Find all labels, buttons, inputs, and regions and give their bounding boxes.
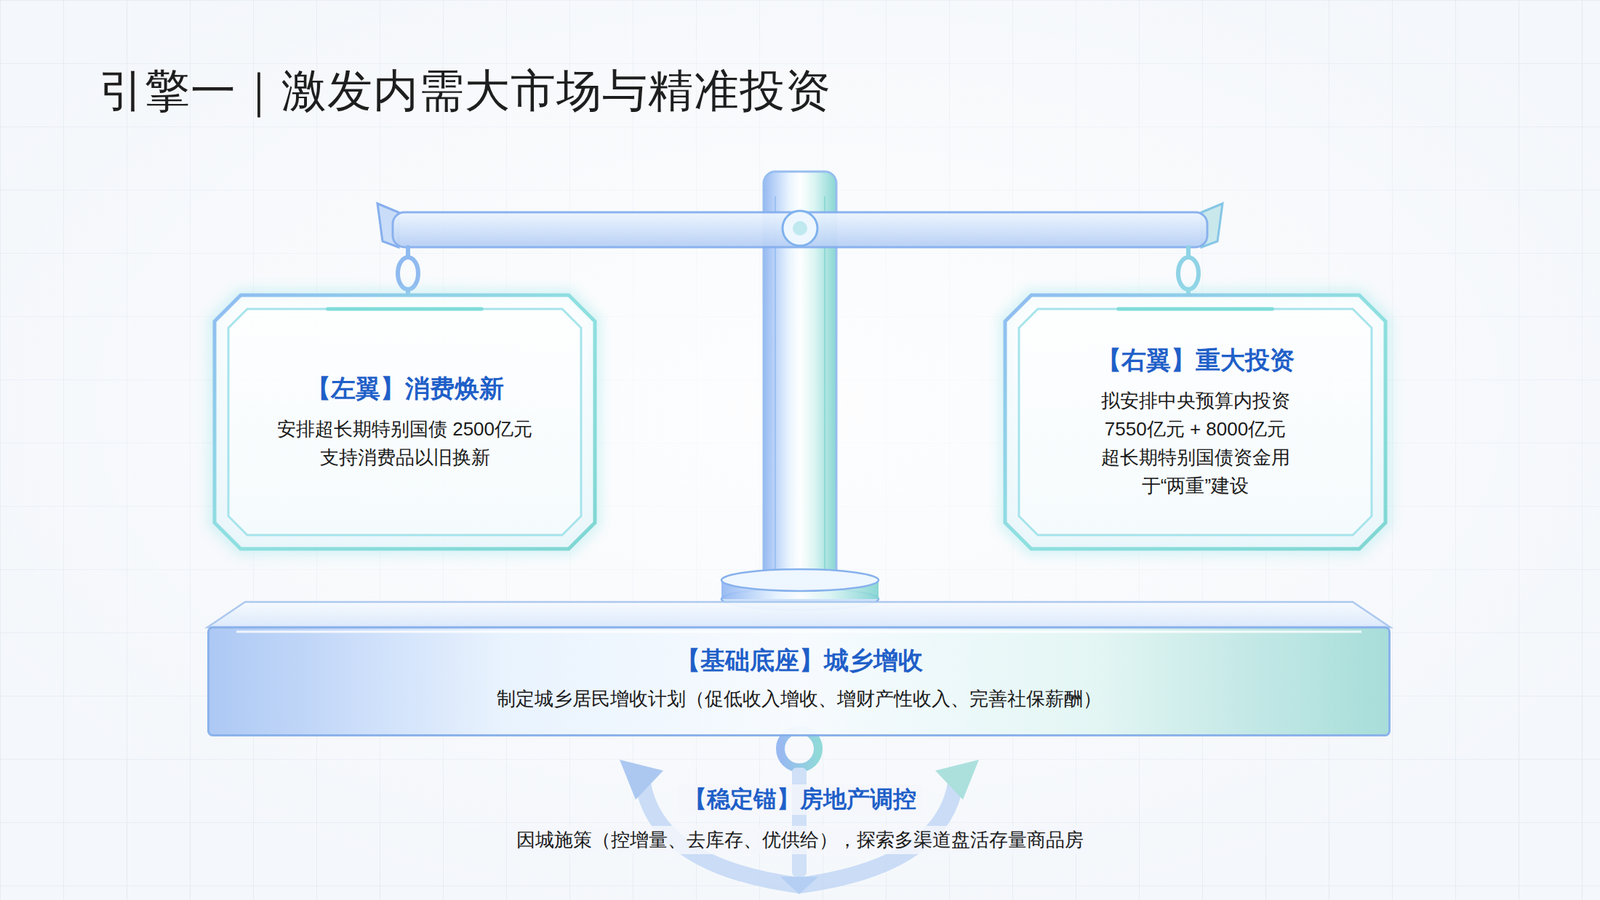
node-body: 安排超长期特别国债 2500亿元 支持消费品以旧换新 [270,415,540,472]
pillar-glow [797,254,803,568]
anchor-tip [780,877,819,895]
anchor-arrowhead [935,760,979,800]
node-body: 拟安排中央预算内投资 7550亿元 + 8000亿元 超长期特别国债资金用于“两… [1096,386,1295,501]
base-slab: 【基础底座】城乡增收制定城乡居民增收计划（促低收入增收、增财产性收入、完善社保薪… [207,602,1391,737]
slab-top [207,602,1391,628]
pillar-edge [774,196,776,575]
node-body: 因城施策（控增量、去库存、优供给），探索多渠道盘活存量商品房 [510,826,1090,855]
pivot-core [792,221,808,236]
wing-panel: 【左翼】消费焕新安排超长期特别国债 2500亿元 支持消费品以旧换新 [212,293,598,552]
pillar-disc-top [721,569,879,592]
slab-highlight [236,631,1362,634]
node-heading: 【左翼】消费焕新 [306,372,504,405]
panel-inner-outline [228,309,582,536]
panel-glow [1004,294,1387,550]
node-heading: 【稳定锚】房地产调控 [677,784,923,816]
hooks [397,247,1199,296]
page-title: 引擎一｜激发内需大市场与精准投资 [98,64,832,118]
panel-accent [328,307,483,312]
slab-front [208,627,1390,736]
hook-ring [397,257,419,290]
node-body: 制定城乡居民增收计划（促低收入增收、增财产性收入、完善社保薪酬） [496,685,1102,714]
pillar-edge [824,196,826,575]
pivot [782,210,818,246]
panel-outline [214,295,595,550]
panel-glow [213,294,596,550]
anchor-illustration [619,730,979,895]
panel-outline [1005,295,1386,550]
panel-inner-outline [1018,309,1372,536]
panel-accent [1118,307,1273,312]
anchor-label: 【稳定锚】房地产调控因城施策（控增量、去库存、优供给），探索多渠道盘活存量商品房 [436,772,1164,867]
hook-ring [1178,257,1199,290]
node-heading: 【右翼】重大投资 [1096,344,1295,376]
node-heading: 【基础底座】城乡增收 [675,644,923,677]
wing-panel: 【右翼】重大投资拟安排中央预算内投资 7550亿元 + 8000亿元 超长期特别… [1002,293,1388,552]
anchor-arrowhead [619,760,664,800]
